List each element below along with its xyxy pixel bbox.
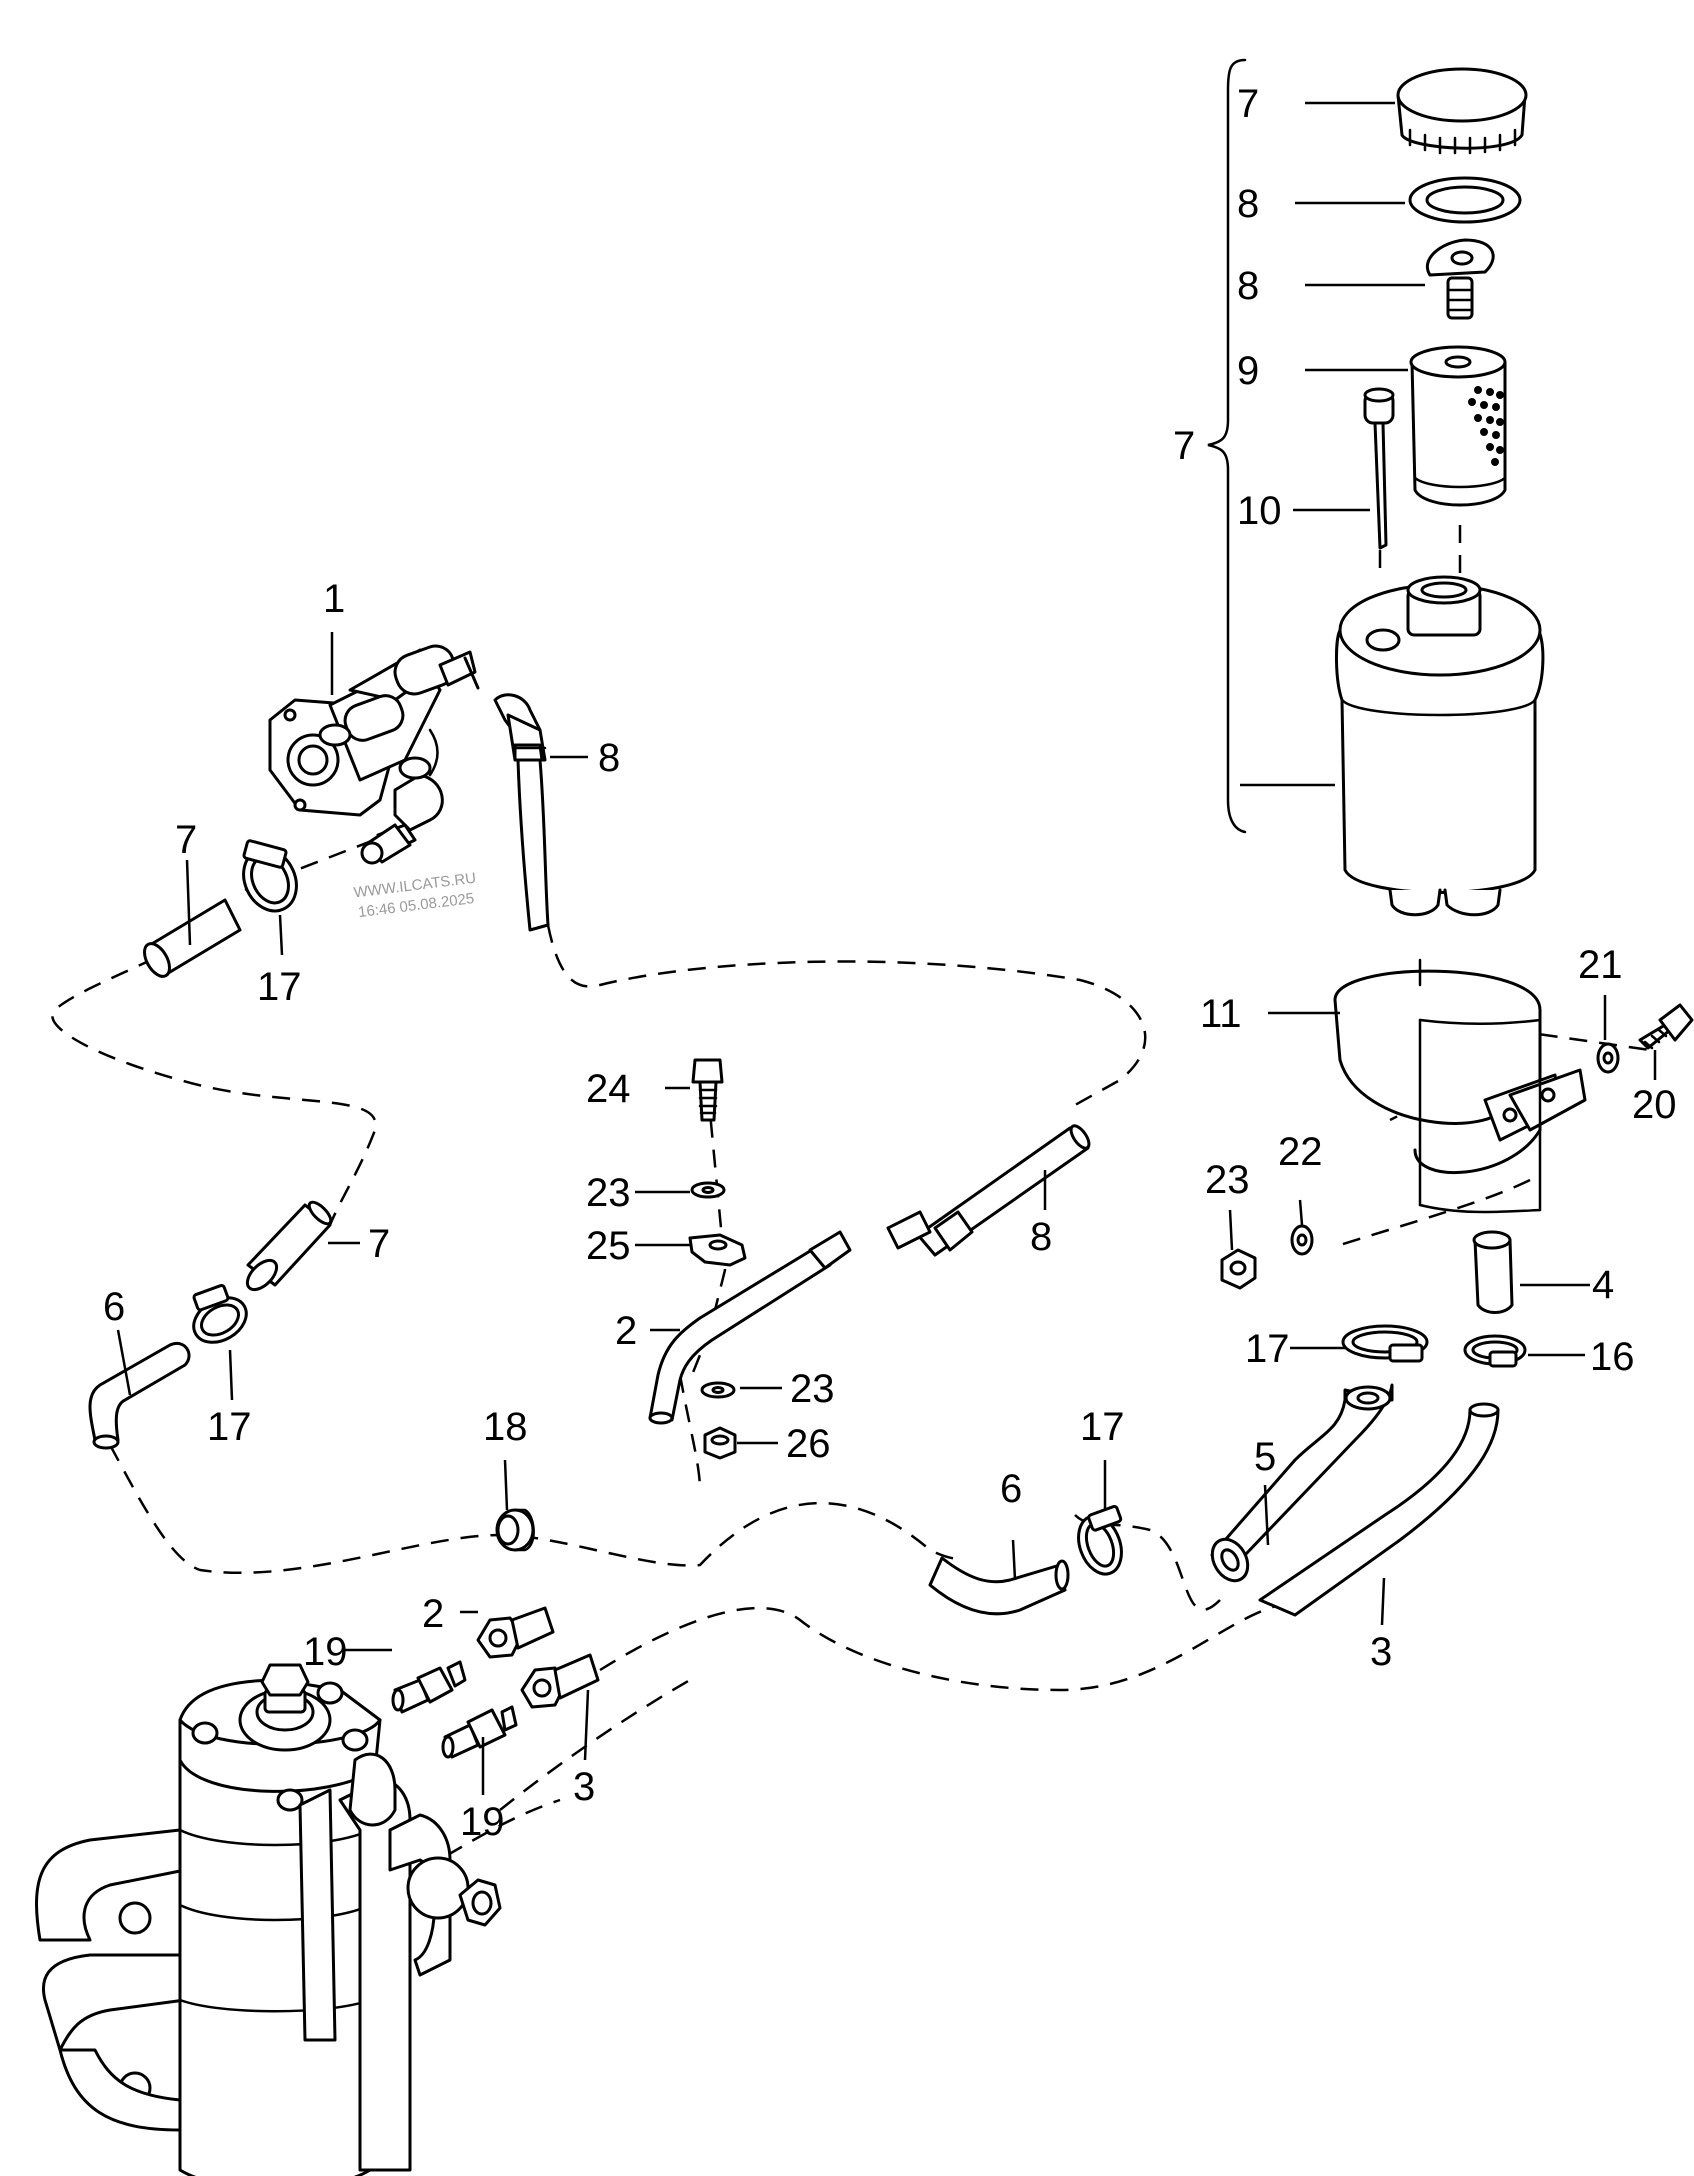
hose-clamp-17-left-upper: [242, 839, 298, 913]
hose-7-upper: [143, 898, 242, 978]
callout-12: 8: [1237, 264, 1259, 308]
callout-6-middle: 6: [1000, 1467, 1022, 1511]
callout-23-upper: 23: [586, 1171, 631, 1215]
hose-clamp-17-right: [1341, 1324, 1429, 1363]
hose-clamp-16: [1463, 1334, 1527, 1368]
washer-23-lower: [700, 1381, 736, 1399]
callout-20: 20: [1632, 1083, 1677, 1127]
hose-6-left: [88, 1341, 191, 1450]
group-bracket-9: [1207, 58, 1247, 834]
callout-9: 7: [1173, 424, 1195, 468]
callout-21-lower: 22: [1278, 1130, 1323, 1174]
banjo-fitting-3: [520, 1653, 600, 1709]
callout-leader-lines: [116, 101, 1657, 1795]
clip-25: [688, 1233, 747, 1267]
callout-19-upper: 19: [303, 1630, 348, 1674]
callout-17-middle: 17: [1080, 1405, 1125, 1449]
callout-2-middle: 2: [615, 1309, 637, 1353]
callout-17-right: 17: [1245, 1327, 1290, 1371]
reservoir-cap: [1396, 67, 1528, 155]
banjo-fitting-2: [476, 1606, 555, 1659]
callout-25: 25: [586, 1224, 631, 1268]
reservoir-mounting-bracket: [1333, 958, 1587, 1214]
bolt-24: [691, 1058, 724, 1122]
callout-5: 5: [1254, 1435, 1276, 1479]
hose-8-middle: [886, 1124, 1091, 1257]
callout-13: 9: [1237, 349, 1259, 393]
callout-4: 4: [1592, 1263, 1614, 1307]
watermark: WWW.ILCATS.RU 16:46 05.08.2025: [353, 870, 477, 921]
power-steering-pump: [268, 644, 480, 865]
callout-21-upper: 21: [1578, 943, 1623, 987]
callout-11: 8: [1237, 182, 1259, 226]
callout-3-lower: 3: [573, 1765, 595, 1809]
reservoir-filter: [1409, 345, 1507, 507]
washer-21-upper: [1596, 1042, 1620, 1074]
callout-19-lower: 19: [460, 1800, 505, 1844]
hose-5: [1210, 1383, 1394, 1583]
hose-clamp-17-left-lower: [192, 1284, 248, 1344]
washer-21-lower: [1290, 1224, 1314, 1256]
washer-23-upper: [690, 1181, 726, 1199]
callout-15: 11: [1200, 992, 1242, 1036]
union-19-lower: [441, 1705, 518, 1759]
callout-17-upper-left: 17: [257, 965, 302, 1009]
callout-17-lower-left: 17: [207, 1405, 252, 1449]
union-19-upper: [391, 1660, 467, 1714]
callout-16: 16: [1590, 1335, 1635, 1379]
steel-pipe-2: [648, 1230, 852, 1425]
callout-1: 1: [323, 577, 345, 621]
callout-26: 26: [786, 1422, 831, 1466]
callout-labels: 7 8 8 9 7 10 11 21 20 22 23 4 17 16 5 3 …: [103, 82, 1677, 1844]
callout-8-upper: 8: [598, 736, 620, 780]
callout-7-middle: 7: [368, 1222, 390, 1266]
hose-clamp-17-middle: [1077, 1504, 1123, 1576]
callout-2-lower: 2: [422, 1592, 444, 1636]
callout-10: 7: [1237, 82, 1259, 126]
steering-gear-housing: [35, 1663, 502, 2176]
hose-3-right: [1258, 1402, 1500, 1617]
callout-24: 24: [586, 1067, 631, 1111]
nut-22: [1220, 1248, 1257, 1290]
hose-6-middle: [928, 1556, 1070, 1616]
callout-7-upper: 7: [175, 818, 197, 862]
bracket-bolt: [1638, 1003, 1694, 1050]
hose-7-middle: [245, 1200, 333, 1292]
hose-8-upper: [493, 693, 550, 932]
valve-insert: [1426, 238, 1495, 320]
callout-3-right: 3: [1370, 1630, 1392, 1674]
callout-6-left: 6: [103, 1285, 125, 1329]
dipstick: [1363, 387, 1395, 550]
reservoir-body: [1334, 575, 1545, 917]
bushing-18: [495, 1508, 535, 1552]
callout-23-lower: 23: [790, 1367, 835, 1411]
nut-26: [703, 1426, 737, 1460]
callout-14: 10: [1237, 489, 1282, 533]
callout-22: 23: [1205, 1158, 1250, 1202]
seal-ring: [1408, 176, 1522, 224]
callout-8-middle: 8: [1030, 1215, 1052, 1259]
callout-18: 18: [483, 1405, 528, 1449]
hose-4: [1472, 1230, 1514, 1314]
